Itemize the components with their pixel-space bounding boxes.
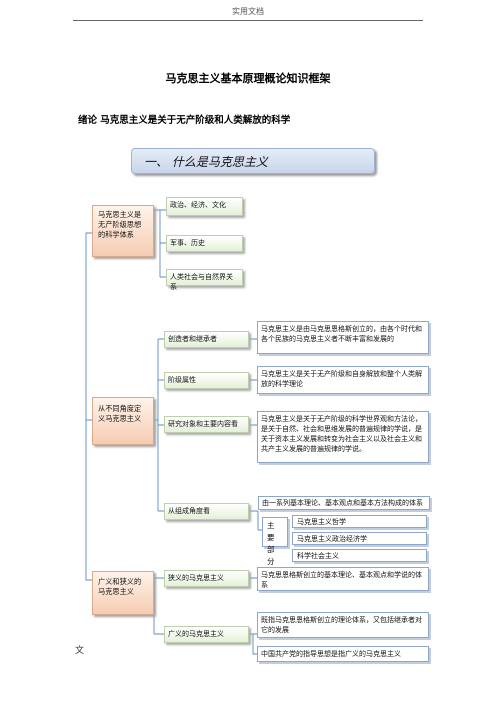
aspect-broad-desc: 既指马克思恩格斯创立的理论体系，又包括继承者对它的发展 (257, 612, 429, 638)
diagram-banner: 一、 什么是马克思主义 (131, 148, 375, 174)
group1-label: 马克思主义是无产阶级思想的科学体系 (92, 205, 154, 257)
components-label: 主 要 部 分 (262, 517, 288, 566)
aspect-object: 研究对象和主要内容看 (164, 416, 249, 433)
header-divider (73, 20, 423, 21)
group3-label: 广义和狭义的马克思主义 (92, 571, 154, 615)
aspect-composition-desc: 由一系列基本理论、基本观点和基本方法构成的体系 (258, 496, 430, 510)
group2-label: 从不同角度定义马克思主义 (92, 397, 154, 445)
footer-fragment: 文 (75, 646, 85, 656)
document-title: 马克思主义基本原理概论知识框架 (165, 72, 331, 85)
section-heading: 绪论 马克思主义是关于无产阶级和人类解放的科学 (78, 115, 291, 126)
group1-item-politics: 政治、经济、文化 (166, 197, 243, 216)
aspect-broad: 广义的马克思主义 (164, 626, 249, 643)
aspect-narrow-desc: 马克思恩格斯创立的基本理论、基本观点和学说的体系 (257, 567, 429, 591)
aspect-composition: 从组成角度看 (164, 503, 249, 520)
aspect-object-desc: 马克思主义是关于无产阶级的科学世界观和方法论，是关于自然、社会和思维发展的普遍规… (257, 411, 429, 463)
aspect-creator: 创造者和继承者 (164, 331, 249, 348)
component-philosophy: 马克思主义哲学 (292, 515, 427, 528)
aspect-creator-desc: 马克思主义是由马克思恩格斯创立的，由各个时代和各个民族的马克思主义者不断丰富和发… (257, 321, 429, 354)
component-socialism: 科学社会主义 (292, 549, 427, 562)
page-header: 实用文档 (232, 7, 264, 16)
aspect-narrow: 狭义的马克思主义 (164, 570, 249, 587)
aspect-class: 阶级属性 (164, 372, 249, 389)
aspect-class-desc: 马克思主义是关于无产阶级和自身解放和整个人类解放的科学理论 (257, 366, 429, 394)
guiding-thought: 中国共产党的指导思想是指广义的马克思主义 (257, 646, 429, 662)
group1-item-military: 军事、历史 (166, 235, 243, 252)
component-economics: 马克思主义政治经济学 (292, 532, 427, 545)
group1-item-society: 人类社会与自然界关系 (166, 269, 243, 291)
